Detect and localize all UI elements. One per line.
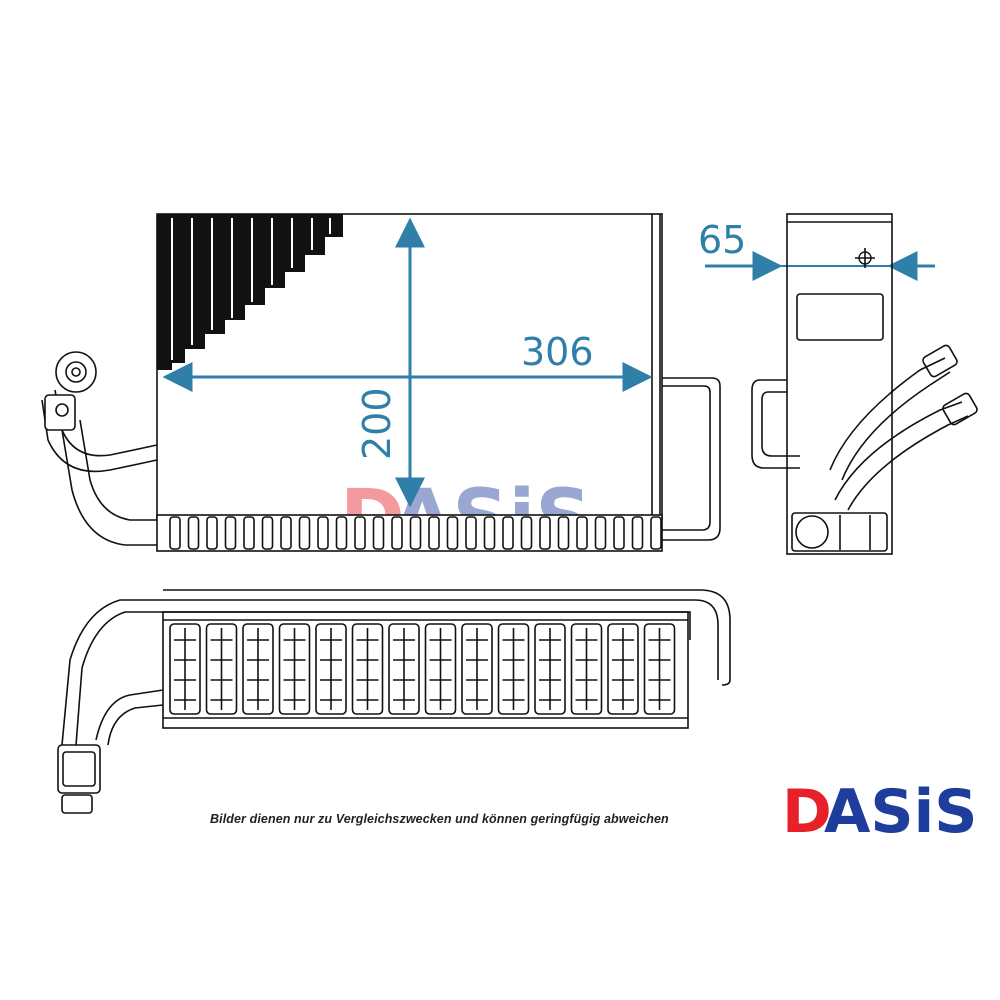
tube	[335, 516, 348, 550]
tube	[317, 516, 329, 550]
tube	[298, 516, 311, 550]
tube	[576, 516, 588, 550]
disclaimer-text: Bilder dienen nur zu Vergleichszwecken u…	[210, 812, 669, 826]
tube-section	[534, 623, 566, 715]
tube	[243, 516, 255, 550]
tube	[594, 516, 607, 550]
tube	[372, 516, 385, 550]
tube	[409, 516, 422, 550]
tube-section	[643, 623, 676, 715]
tube	[557, 516, 570, 550]
tube	[650, 516, 662, 550]
tube	[502, 516, 514, 550]
tube	[613, 516, 625, 550]
dimension-lines	[162, 217, 935, 508]
tube	[187, 516, 200, 550]
height-label: 200	[355, 387, 399, 460]
depth-label: 65	[698, 218, 746, 262]
tube-section	[424, 623, 457, 715]
tube	[391, 516, 403, 550]
tube	[261, 516, 274, 550]
side-view	[751, 213, 978, 555]
tube-section	[169, 623, 201, 715]
front-view	[41, 213, 721, 552]
bottom-view	[57, 589, 731, 814]
fin-block	[157, 214, 343, 370]
tube	[539, 516, 551, 550]
tube-section	[570, 623, 603, 715]
tube-section	[497, 623, 530, 715]
width-label: 306	[521, 330, 594, 374]
tube	[465, 516, 477, 550]
tube	[280, 516, 292, 550]
dasis-logo: D ASiS	[782, 777, 977, 840]
tube	[428, 516, 440, 550]
tube	[631, 516, 644, 550]
tube-section	[388, 623, 420, 715]
tube	[483, 516, 496, 550]
tube-section	[607, 623, 639, 715]
tube	[224, 516, 237, 550]
tube	[354, 516, 366, 550]
tube	[446, 516, 459, 550]
logo-letters: ASiS	[824, 777, 977, 840]
tube	[169, 516, 181, 550]
tube	[206, 516, 218, 550]
tube-section	[242, 623, 274, 715]
tube-section	[315, 623, 347, 715]
tube-section	[351, 623, 384, 715]
tube-section	[205, 623, 238, 715]
tube-section	[461, 623, 493, 715]
tube-section	[278, 623, 311, 715]
tube	[520, 516, 533, 550]
logo-letter-d: D	[782, 777, 832, 840]
